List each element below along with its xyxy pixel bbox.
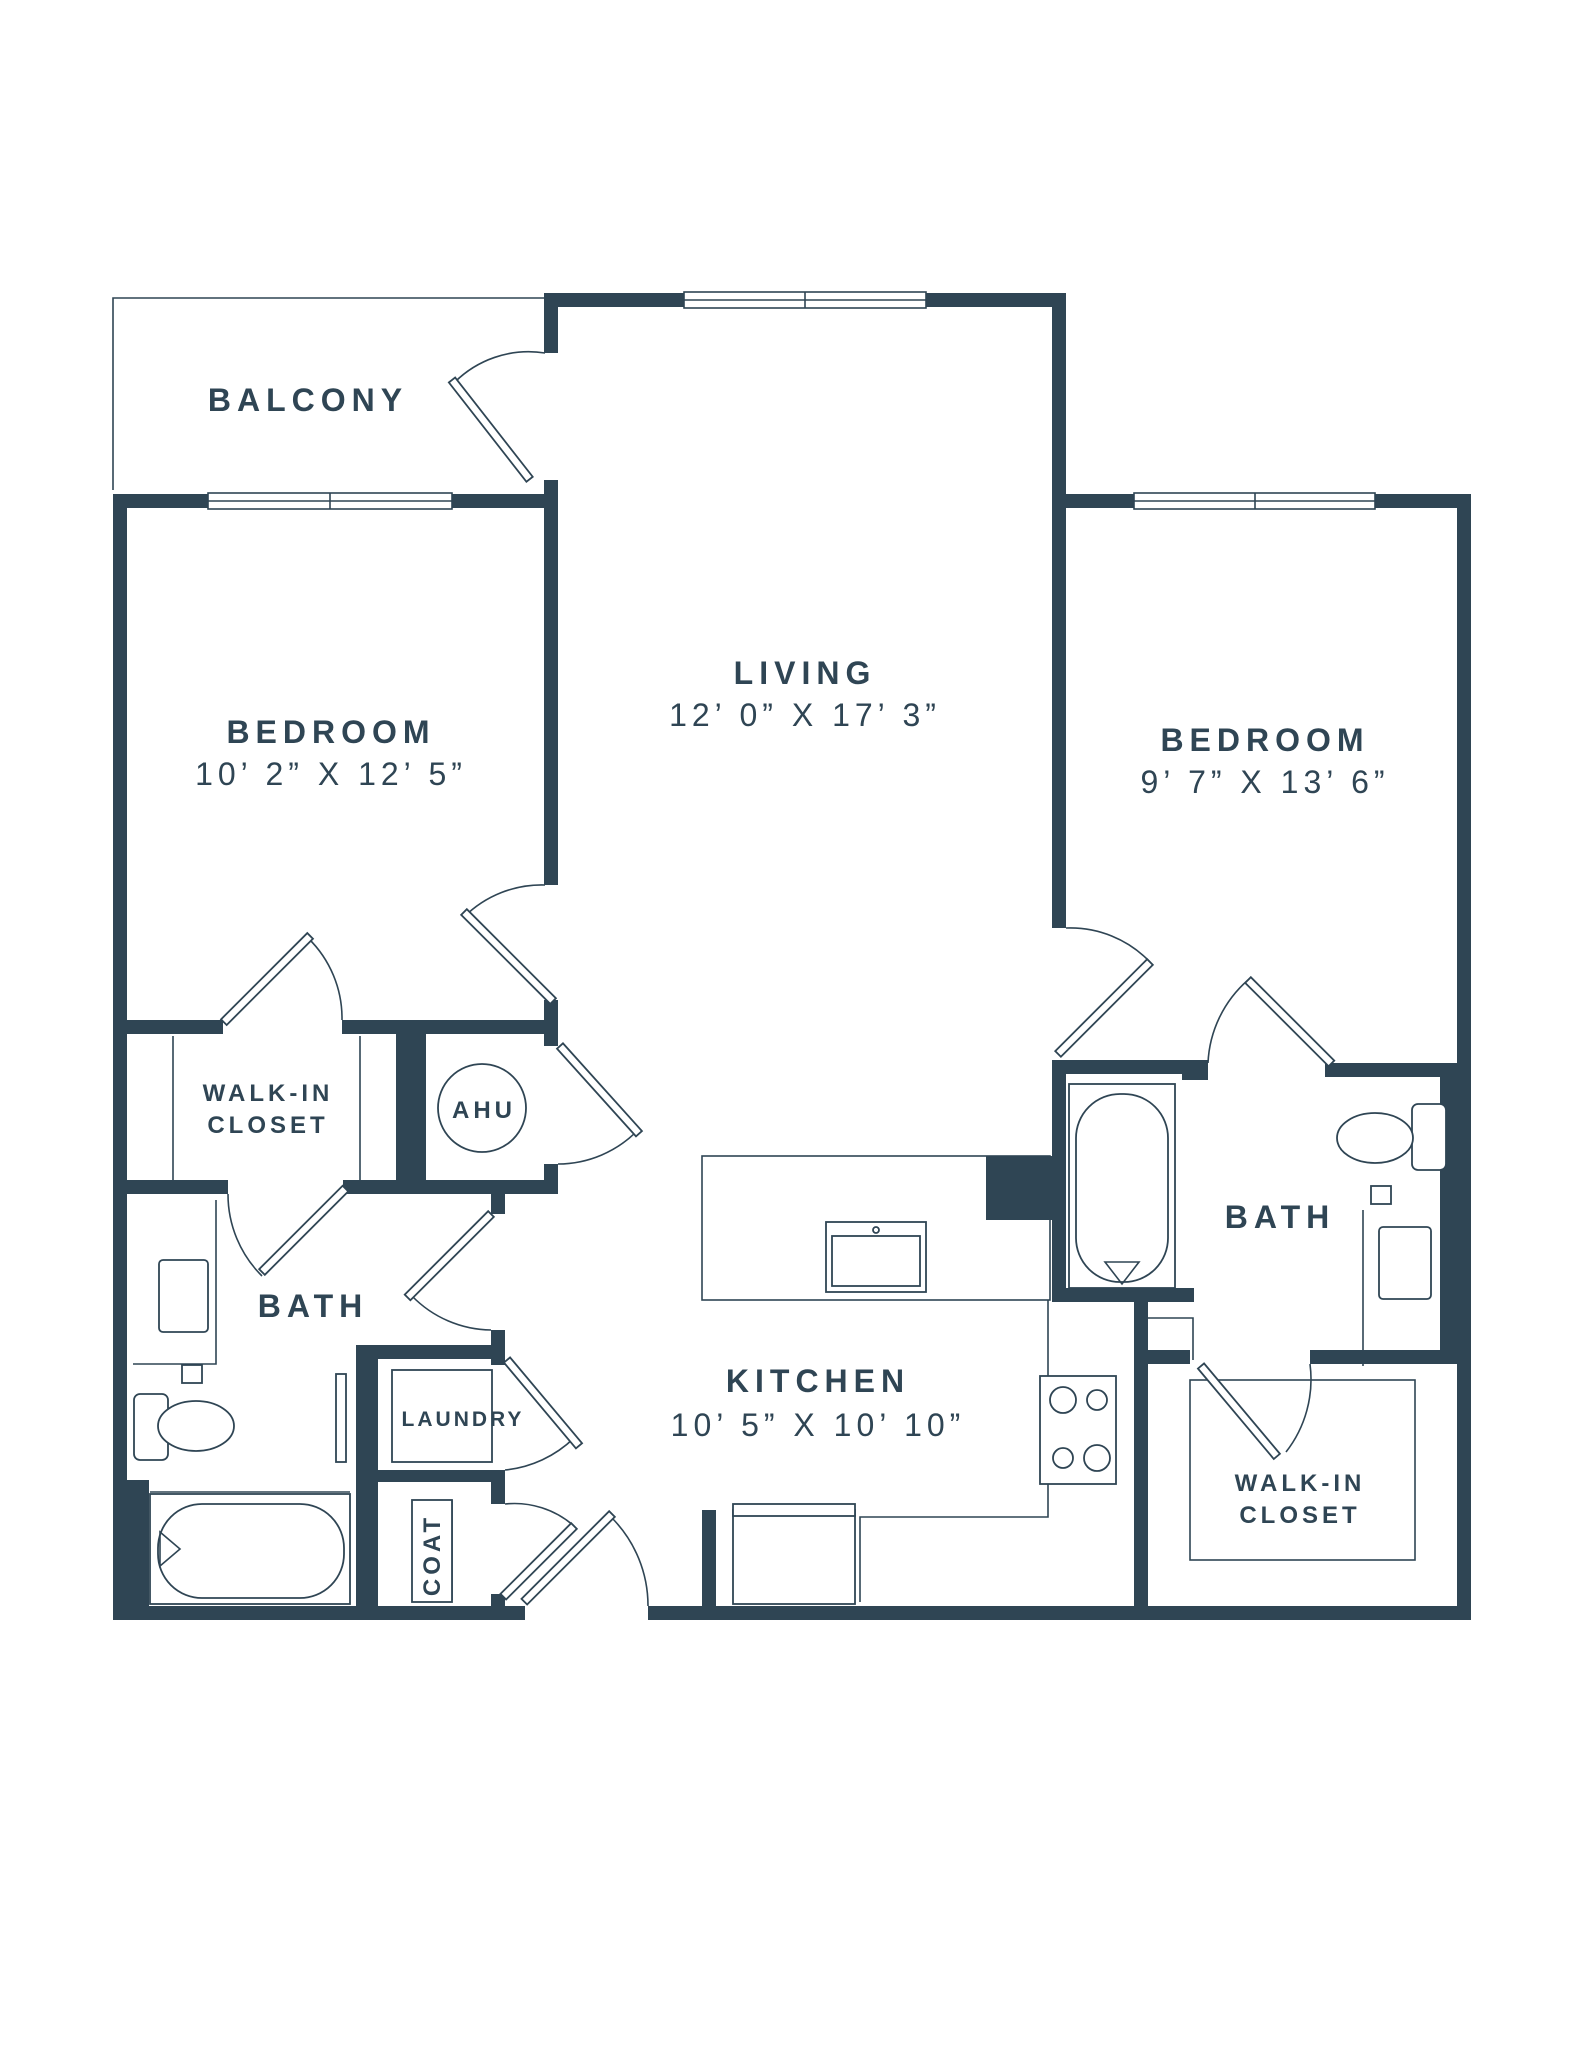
bath-left-sink [158, 1259, 209, 1333]
bedroom-right-size: 9’ 7” X 13’ 6” [1140, 764, 1389, 800]
coat-label: COAT [419, 1514, 446, 1596]
fixtures [133, 1063, 1447, 1605]
bath-left-label: BATH [258, 1288, 369, 1324]
kitchen-counter [859, 1300, 1049, 1602]
windows [207, 291, 1376, 510]
walkin-right-label-1: WALK-IN [1235, 1470, 1366, 1497]
bedroom-left-size: 10’ 2” X 12’ 5” [195, 756, 467, 792]
bath-right-closet-divider [1148, 1317, 1194, 1360]
walkin-right-label-2: CLOSET [1239, 1502, 1360, 1529]
balcony-label: BALCONY [208, 382, 408, 418]
kitchen-label: KITCHEN [726, 1363, 910, 1399]
walls [113, 293, 1471, 1620]
bath-right-sink [1378, 1226, 1432, 1300]
kitchen-island [701, 1155, 1051, 1301]
living-label: LIVING [734, 655, 877, 691]
walkin-left-label-2: CLOSET [207, 1112, 328, 1139]
bedroom-right-label: BEDROOM [1160, 722, 1369, 758]
bath-left-vanity [133, 1200, 217, 1365]
walkin-left-label-1: WALK-IN [203, 1080, 334, 1107]
walkin-left-shelf [172, 1036, 361, 1183]
doors [219, 350, 1336, 1607]
bath-right-toilet [1411, 1103, 1447, 1171]
room-labels: BALCONY LIVING 12’ 0” X 17’ 3” BEDROOM 1… [195, 382, 1389, 1596]
living-size: 12’ 0” X 17’ 3” [669, 697, 941, 733]
laundry-machine [391, 1369, 493, 1463]
kitchen-size: 10’ 5” X 10’ 10” [671, 1407, 966, 1443]
walkin-right-shelf [1189, 1379, 1416, 1561]
ahu-label: AHU [452, 1097, 516, 1124]
laundry-label: LAUNDRY [402, 1408, 525, 1431]
bedroom-left-label: BEDROOM [226, 714, 435, 750]
balcony-outline [112, 297, 545, 490]
bath-right-label: BATH [1225, 1199, 1336, 1235]
kitchen-dishwasher [732, 1509, 856, 1605]
ahu-unit [437, 1063, 527, 1153]
